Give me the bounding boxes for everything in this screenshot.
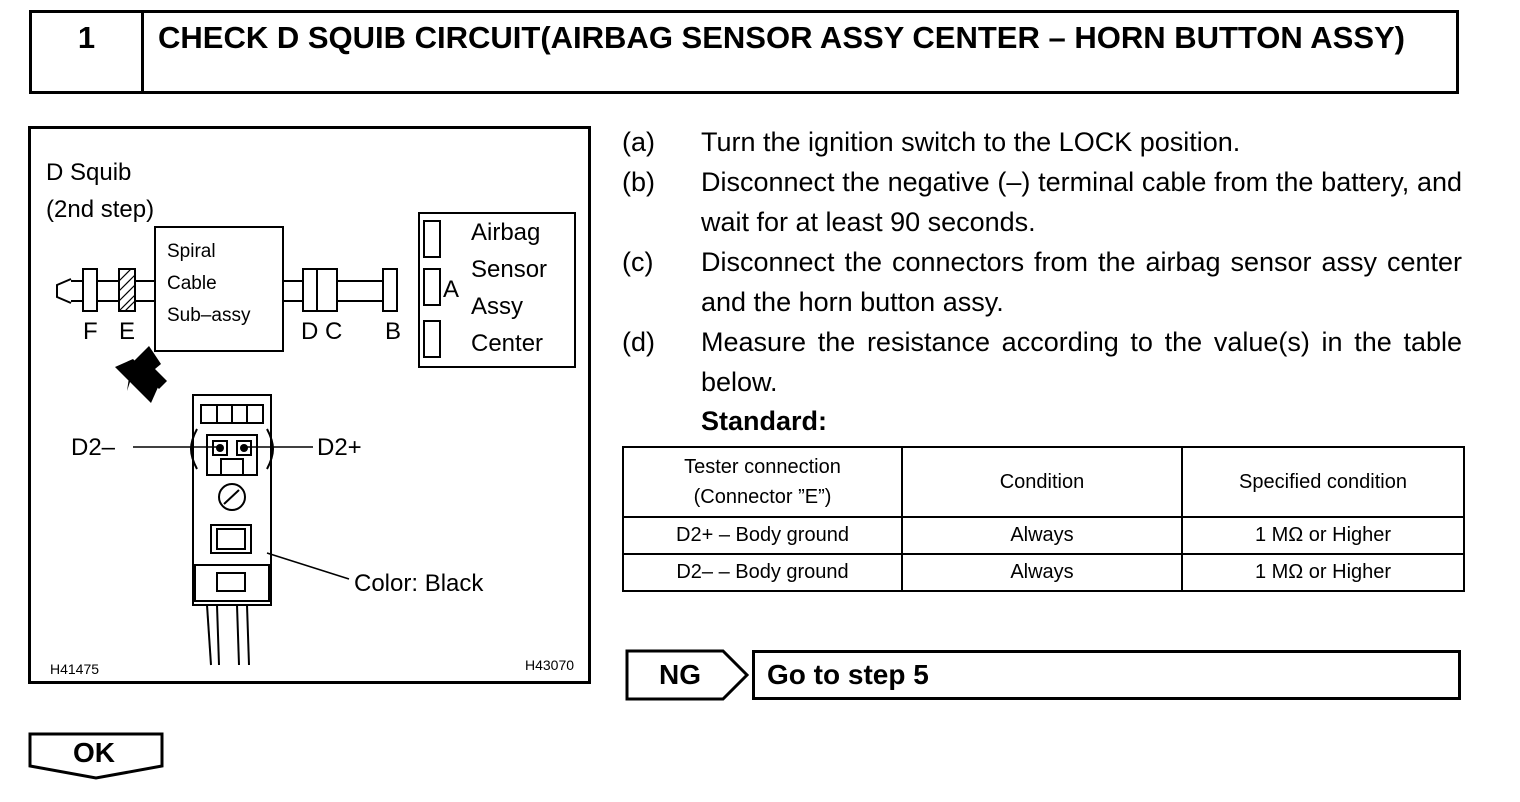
table-cell: Always [901, 516, 1183, 555]
table-cell: 1 MΩ or Higher [1181, 553, 1465, 592]
header-tester-connection: Tester connection (Connector ”E”) [622, 446, 903, 518]
airbag-label-line2: Sensor [471, 256, 548, 283]
figure-code-left: H41475 [50, 661, 100, 677]
connector-e-label: E [119, 318, 136, 345]
header-specified-condition: Specified condition [1181, 446, 1465, 518]
connector-c-shape [316, 268, 338, 312]
table-header-row: Tester connection (Connector ”E”) Condit… [622, 446, 1465, 518]
spiral-cable-box [154, 226, 284, 352]
ng-arrow-shape [625, 649, 750, 701]
header-condition: Condition [901, 446, 1183, 518]
ng-branch: NG Go to step 5 [625, 649, 1463, 701]
ok-arrow-shape [28, 732, 164, 780]
connector-e-shape [118, 268, 136, 312]
procedure-steps: (a) Turn the ignition switch to the LOCK… [622, 122, 1462, 440]
connector-d-shape [302, 268, 318, 312]
connector-diagram: D Squib (2nd step) Spiral Cable Sub–assy… [28, 126, 591, 684]
table-cell: 1 MΩ or Higher [1181, 516, 1465, 555]
connector-a-label: A [443, 276, 460, 303]
header-tester-line1: Tester connection [684, 456, 841, 478]
step-item: (c) Disconnect the connectors from the a… [622, 242, 1462, 322]
spiral-label-line3: Sub–assy [167, 305, 251, 326]
connector-d-label: D [301, 318, 319, 345]
standard-label: Standard: [701, 406, 828, 436]
step-text: Disconnect the connectors from the airba… [701, 247, 1462, 317]
step-letter: (c) [622, 247, 654, 277]
connector-c-label: C [325, 318, 343, 345]
step-text: Disconnect the negative (–) terminal cab… [701, 167, 1462, 237]
step-letter: (a) [622, 127, 655, 157]
cable-end [56, 278, 72, 304]
step-text: Measure the resistance according to the … [701, 327, 1462, 397]
step-text: Turn the ignition switch to the LOCK pos… [701, 127, 1241, 157]
table-row: D2– – Body ground Always 1 MΩ or Higher [622, 553, 1465, 592]
table-cell: D2– – Body ground [622, 553, 903, 592]
table-cell: D2+ – Body ground [622, 516, 903, 555]
header-tester-line2: (Connector ”E”) [693, 486, 832, 508]
airbag-sensor-box [418, 212, 576, 368]
step-title: CHECK D SQUIB CIRCUIT(AIRBAG SENSOR ASSY… [158, 20, 1405, 55]
step-number: 1 [32, 13, 144, 91]
ng-label: NG [659, 659, 701, 690]
step-header: 1 CHECK D SQUIB CIRCUIT(AIRBAG SENSOR AS… [29, 10, 1459, 94]
step-letter: (d) [622, 327, 655, 357]
connector-b-label: B [385, 318, 402, 345]
terminal-plus-label: D2+ [317, 434, 362, 461]
airbag-label-line4: Center [471, 330, 544, 357]
diagram-title-line1: D Squib [46, 159, 132, 186]
resistance-table: Tester connection (Connector ”E”) Condit… [622, 446, 1465, 592]
connector-closeup [192, 394, 272, 606]
step-item: (b) Disconnect the negative (–) terminal… [622, 162, 1462, 242]
terminal-minus-label: D2– [71, 434, 116, 461]
step-item: (a) Turn the ignition switch to the LOCK… [622, 122, 1462, 162]
connector-f-shape [82, 268, 98, 312]
airbag-label-line1: Airbag [471, 219, 541, 246]
spiral-label-line1: Spiral [167, 241, 216, 262]
table-row: D2+ – Body ground Always 1 MΩ or Higher [622, 516, 1465, 555]
connector-f-label: F [83, 318, 98, 345]
step-letter: (b) [622, 167, 655, 197]
table-cell: Always [901, 553, 1183, 592]
diagram-drawing [56, 212, 576, 666]
spiral-label-line2: Cable [167, 273, 217, 294]
figure-code-right: H43070 [525, 657, 575, 673]
diagram-title-line2: (2nd step) [46, 196, 155, 223]
ok-branch: OK [28, 732, 166, 780]
color-label: Color: Black [354, 570, 484, 597]
connector-b-shape [382, 268, 398, 312]
ok-label: OK [73, 737, 115, 768]
ng-action: Go to step 5 [752, 650, 1461, 700]
airbag-label-line3: Assy [471, 293, 524, 320]
step-item: (d) Measure the resistance according to … [622, 322, 1462, 402]
